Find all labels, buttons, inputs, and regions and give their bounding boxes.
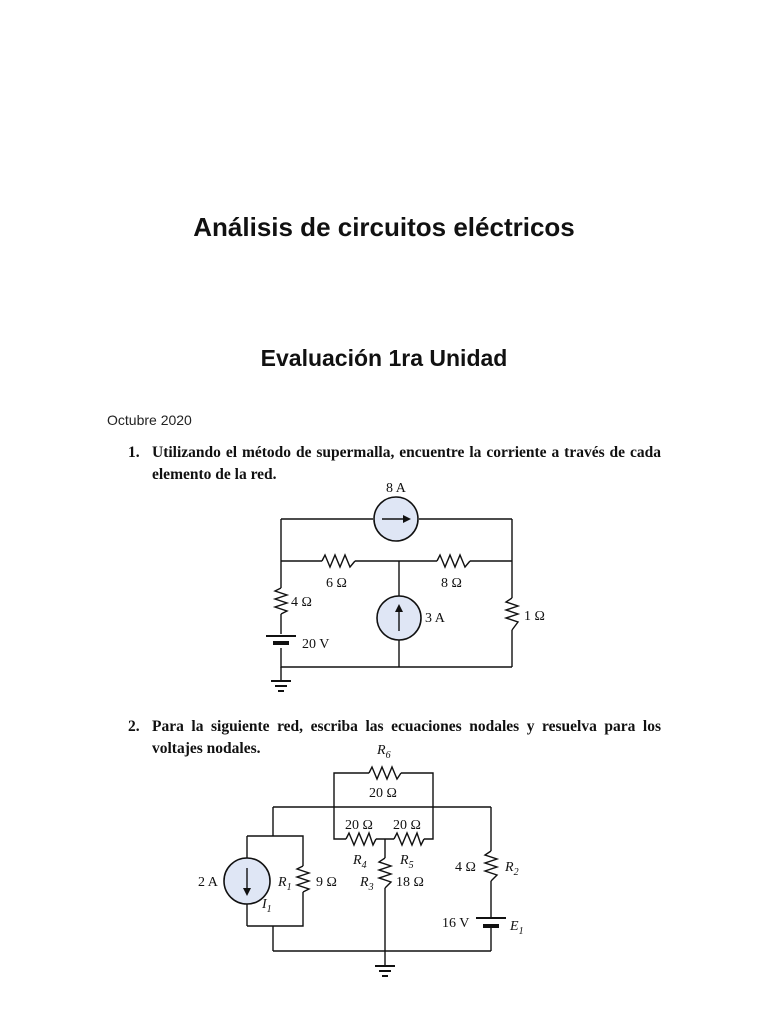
resistor-r2: 4 Ω R2 [455,850,519,882]
resistor-r5: 20 Ω R5 [393,818,425,871]
resistor-r4-value: 20 Ω [345,818,373,833]
voltage-source-20v: 20 V [266,635,329,652]
current-source-2a: 2 A I1 [198,857,272,915]
resistor-6ohm: 6 Ω [321,553,356,591]
resistor-8ohm-label: 8 Ω [441,576,462,591]
ground-icon [271,680,291,692]
resistor-1ohm-label: 1 Ω [524,609,545,624]
document-title: Análisis de circuitos eléctricos [193,212,575,242]
resistor-r6: R6 20 Ω [368,743,402,801]
problem-2: 2. Para la siguiente red, escriba las ec… [128,716,661,760]
resistor-r1: R1 9 Ω [277,865,337,893]
resistor-r5-name: R5 [399,853,414,871]
current-source-8a: 8 A [373,481,419,542]
resistor-r3: R3 18 Ω [359,857,424,893]
problem-1: 1. Utilizando el método de supermalla, e… [128,442,661,486]
resistor-6ohm-label: 6 Ω [326,576,347,591]
resistor-r6-value: 20 Ω [369,786,397,801]
voltage-source-20v-label: 20 V [302,637,329,652]
current-source-2a-label: 2 A [198,875,219,890]
current-source-8a-label: 8 A [386,481,407,496]
resistor-1ohm: 1 Ω [503,597,545,631]
resistor-r3-value: 18 Ω [396,875,424,890]
ground-icon-2 [375,965,395,977]
circuit-2-wires [246,772,492,965]
current-source-3a: 3 A [376,595,446,641]
resistor-8ohm: 8 Ω [436,553,471,591]
resistor-r3-name: R3 [359,875,374,893]
resistor-r4: 20 Ω R4 [345,818,377,871]
document-subtitle: Evaluación 1ra Unidad [260,345,508,371]
voltage-source-e1-name: E1 [509,919,524,937]
problem-2-text: Para la siguiente red, escriba las ecuac… [152,718,661,757]
resistor-4ohm: 4 Ω [272,587,312,615]
resistor-r1-value: 9 Ω [316,875,337,890]
current-i1-name: I1 [261,897,272,915]
problem-1-text: Utilizando el método de supermalla, encu… [152,444,661,483]
circuit-1-wires [280,518,513,680]
voltage-source-16v-label: 16 V [442,916,469,931]
resistor-r5-value: 20 Ω [393,818,421,833]
resistor-r4-name: R4 [352,853,367,871]
problem-2-number: 2. [128,718,140,735]
resistor-r1-name: R1 [277,875,292,893]
resistor-r2-name: R2 [504,860,519,878]
current-source-3a-label: 3 A [425,611,446,626]
document-date: Octubre 2020 [107,412,192,428]
voltage-source-16v: 16 V E1 [442,916,524,937]
resistor-r6-name: R6 [376,743,391,761]
resistor-4ohm-label: 4 Ω [291,595,312,610]
problem-1-number: 1. [128,444,140,461]
resistor-r2-value: 4 Ω [455,860,476,875]
